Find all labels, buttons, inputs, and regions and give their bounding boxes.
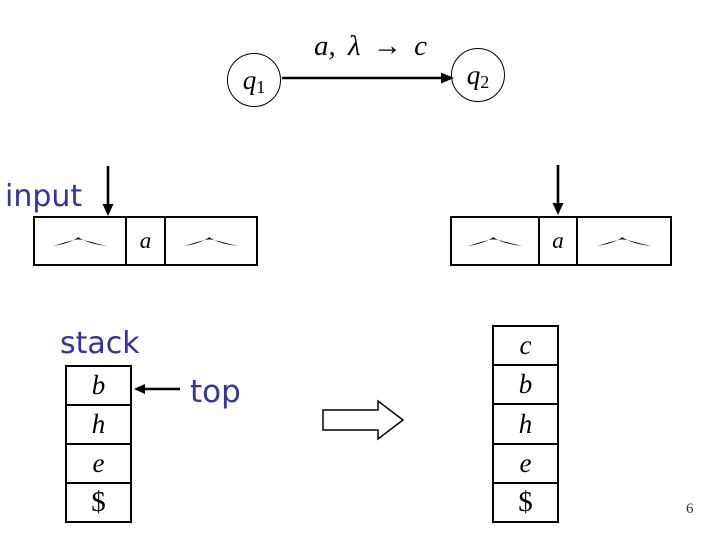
stack-cell: b [494, 366, 557, 406]
block-arrow-icon [322, 399, 405, 441]
stack-label: stack [60, 326, 140, 361]
stack-cell: $ [91, 486, 106, 518]
input-tape-before: a [33, 216, 258, 266]
stack-cell: h [494, 405, 557, 445]
input-label: input [5, 179, 83, 214]
state-q2-label: q [466, 59, 481, 90]
stack-cell: c [494, 327, 557, 367]
input-head-arrow-after-icon [552, 165, 564, 215]
stack-cell: e [67, 445, 130, 484]
tape-cell-blank [452, 218, 540, 264]
stack-cell: b [67, 367, 130, 406]
stack-before: b h e $ [65, 365, 132, 523]
tape-cell-blank [35, 218, 127, 264]
blank-symbol-icon [467, 237, 523, 246]
page-number: 6 [686, 501, 694, 517]
tape-cell-blank [166, 218, 256, 264]
stack-cell: $ [518, 485, 533, 518]
blank-symbol-icon [596, 237, 652, 246]
tape-cell-blank [578, 218, 670, 264]
tape-cell-symbol: a [540, 218, 578, 264]
stack-cell: e [494, 445, 557, 484]
blank-symbol-icon [183, 237, 239, 246]
blank-symbol-icon [52, 237, 108, 246]
top-pointer-arrow-icon [134, 384, 180, 394]
state-q2-subscript: 2 [480, 72, 490, 92]
state-q1-label: q [242, 64, 257, 95]
top-label: top [190, 374, 241, 410]
state-q1-subscript: 1 [256, 77, 266, 97]
input-head-arrow-before-icon [102, 166, 114, 216]
tape-cell-symbol: a [127, 218, 166, 264]
transition-arrow-icon [282, 72, 454, 84]
stack-after: c b h e $ [492, 325, 559, 523]
input-tape-after: a [450, 216, 672, 266]
stack-cell: h [67, 406, 130, 445]
transition-label: a, λ → c [314, 30, 427, 62]
